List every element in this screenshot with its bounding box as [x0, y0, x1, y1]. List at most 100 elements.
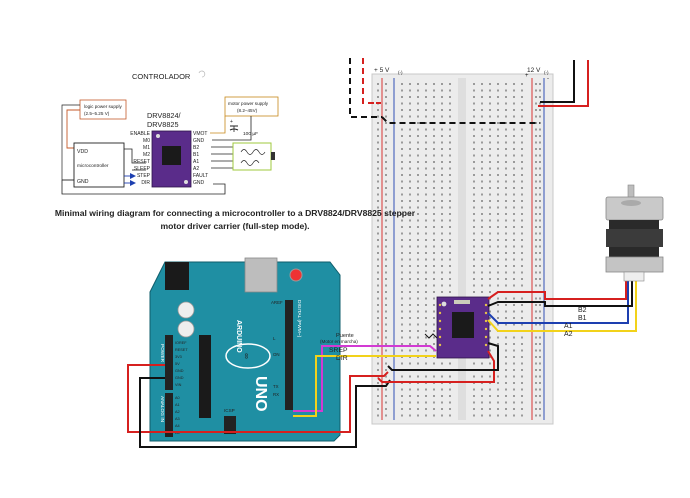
driver-name-2: DRV8825: [147, 120, 179, 129]
caption-line-2: motor driver carrier (full-step mode).: [160, 221, 310, 231]
potentiometer: [441, 301, 447, 307]
power-leads: [349, 58, 589, 124]
pin-reset: RESET: [133, 159, 150, 165]
mcu-vdd-label: VDD: [77, 149, 88, 155]
arduino-brand: ARDUINO: [235, 320, 242, 353]
icsp-header: [224, 416, 236, 434]
icsp-label: ICSP: [224, 408, 235, 413]
logic-supply-box: [79, 99, 127, 120]
driver-name-1: DRV8824/: [147, 111, 182, 120]
analog-header-label: ANALOG IN: [159, 396, 165, 423]
svg-text:∞: ∞: [242, 353, 251, 359]
step-wire-label: SREP: [329, 347, 348, 354]
arduino-uno: ∞ ARDUINO UNO DIGITAL (PWM~) POWER ANALO…: [149, 257, 341, 442]
dir-wire-label: DIR: [336, 355, 348, 362]
pin-b2: B2: [193, 145, 199, 151]
pin-gnd-1: GND: [175, 369, 184, 373]
pin-vmot: VMOT: [193, 131, 207, 137]
driver-left-pins: ENABLE M0 M1 M2 RESET SLEEP STEP DIR: [130, 131, 150, 186]
pin-3v3: 3V3: [175, 355, 182, 359]
pin-m2: M2: [143, 152, 150, 158]
pin-vin: VIN: [175, 383, 182, 387]
rail-12v-label: 12 V: [527, 67, 541, 74]
coil-label-a1: A1: [564, 323, 573, 330]
rail-12v-plus: +: [525, 73, 529, 79]
rx-label: RX: [273, 392, 279, 397]
pin-step: STEP: [137, 173, 151, 179]
pin-gnd-2: GND: [175, 376, 184, 380]
logic-supply-wire: [66, 109, 80, 149]
controller-title: CONTROLADOR: [132, 72, 191, 81]
l-led-label: L: [273, 336, 276, 341]
stepper-motor: [605, 184, 664, 282]
schematic-driver-chip: [162, 146, 181, 165]
pin-a0: A0: [175, 396, 180, 400]
wire-labels: Puente (Motor en marcha) SREP DIR: [320, 333, 358, 362]
capacitor-label: 100 µF: [243, 131, 258, 137]
capacitor-1: [177, 301, 195, 319]
bridge-label: Puente: [336, 333, 354, 339]
pin-a1-arduino: A1: [175, 403, 180, 407]
signal-wires: [127, 333, 499, 448]
schematic: CONTROLADOR logic power supply (2.5–5.25…: [61, 70, 279, 195]
capacitor-plus: +: [230, 119, 233, 125]
pin-gnd-logic: GND: [193, 180, 205, 186]
pin-sleep: SLEEP: [134, 166, 151, 172]
motor-supply-title: motor power supply: [228, 101, 269, 106]
rail-5v-unit: (-): [398, 70, 403, 75]
atmega-chip: [199, 335, 211, 418]
pin-m1: M1: [143, 145, 150, 151]
motor-supply-range: (8.2–45V): [237, 108, 258, 113]
power-header: [165, 335, 173, 390]
coil-label-b2: B2: [578, 307, 587, 314]
digital-header: [285, 300, 293, 410]
capacitor-2: [177, 320, 195, 338]
pin-a2: A2: [193, 166, 199, 172]
power-header-label: POWER: [159, 344, 165, 363]
rail-5v-label: + 5 V: [374, 67, 390, 74]
driver-right-pins: VMOT GND B2 B1 A1 A2 FAULT GND: [193, 131, 208, 186]
on-led-label: ON: [273, 352, 280, 357]
coil-label-a2: A2: [564, 331, 573, 338]
caption-line-1: Minimal wiring diagram for connecting a …: [54, 208, 416, 218]
mcu-label: microcontroller: [77, 163, 109, 169]
coil-labels: B2 B1 A1 A2: [564, 307, 587, 338]
tx-label: TX: [273, 384, 279, 389]
barrel-jack: [165, 262, 189, 290]
digital-header-label: DIGITAL (PWM~): [296, 300, 302, 338]
pin-reset-arduino: RESET: [175, 348, 188, 352]
motor-connector: [623, 271, 645, 282]
pin-a1: A1: [193, 159, 199, 165]
schematic-motor: [232, 142, 272, 171]
microcontroller-box: [73, 142, 125, 188]
coil-label-b1: B1: [578, 315, 587, 322]
mcu-gnd-label: GND: [77, 179, 89, 185]
pin-b1: B1: [193, 152, 199, 158]
usb-port: [244, 257, 278, 293]
driver-chip: [452, 312, 474, 338]
pin-gnd-motor: GND: [193, 138, 205, 144]
logic-supply-range: (2.5–5.25 V): [84, 111, 110, 116]
pin-dir: DIR: [141, 180, 150, 186]
driver-module: [436, 296, 490, 359]
pin-ioref: IOREF: [175, 341, 187, 345]
pin-a2-arduino: A2: [175, 410, 180, 414]
analog-header: [165, 393, 173, 437]
motor-supply-box: [224, 96, 279, 117]
arduino-model: UNO: [252, 376, 269, 412]
pin-5v: 5V: [175, 362, 180, 366]
arduino-logo-icon: [225, 343, 271, 369]
bridge-note: (Motor en marcha): [320, 339, 358, 344]
pin-m0: M0: [143, 138, 150, 144]
rail-12v-unit: (-): [544, 70, 549, 75]
pin-enable: ENABLE: [130, 131, 150, 137]
rail-12v-minus: -: [547, 76, 549, 82]
pin-fault: FAULT: [193, 173, 208, 179]
refresh-icon: [198, 70, 206, 78]
logic-supply-title: logic power supply: [84, 104, 122, 109]
pin-a3: A3: [175, 417, 180, 421]
reset-button: [289, 268, 303, 282]
figure-caption: Minimal wiring diagram for connecting a …: [0, 207, 470, 233]
pin-a4: A4: [175, 424, 180, 428]
